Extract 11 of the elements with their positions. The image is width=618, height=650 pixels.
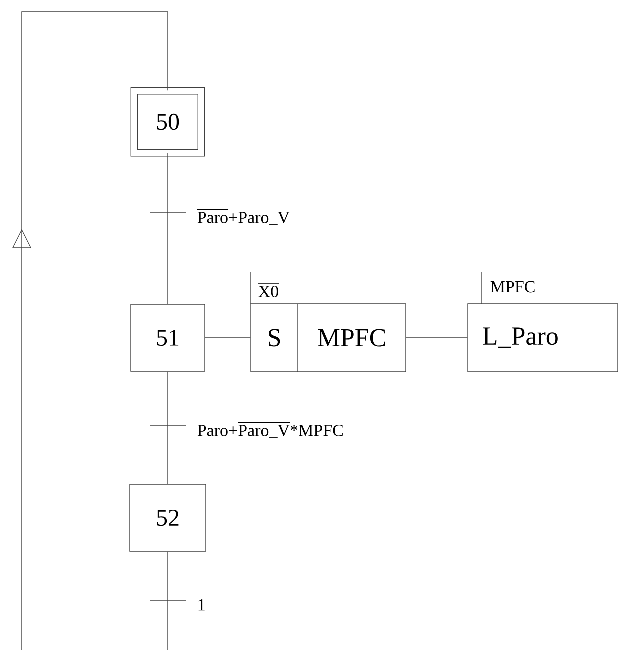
connector	[12, 12, 168, 650]
edge-label: $\text{Paro+}\overline{\text{Paro\_V}}\text{*MPFC}$	[198, 422, 343, 438]
initial-step-box: 50	[130, 87, 206, 157]
condition-label: $\overline{\text{X0}}$	[250, 272, 280, 304]
step-box: 51	[130, 304, 206, 372]
action-box: S MPFC	[250, 304, 406, 372]
step-box: 52	[130, 484, 206, 552]
edge-label: $\overline{\text{Paro}}\text{+Paro\_V}$	[197, 210, 290, 226]
action-box: L_Paro	[468, 304, 618, 372]
edge-label: 1	[198, 599, 205, 611]
condition-label: MPFC	[482, 272, 535, 304]
